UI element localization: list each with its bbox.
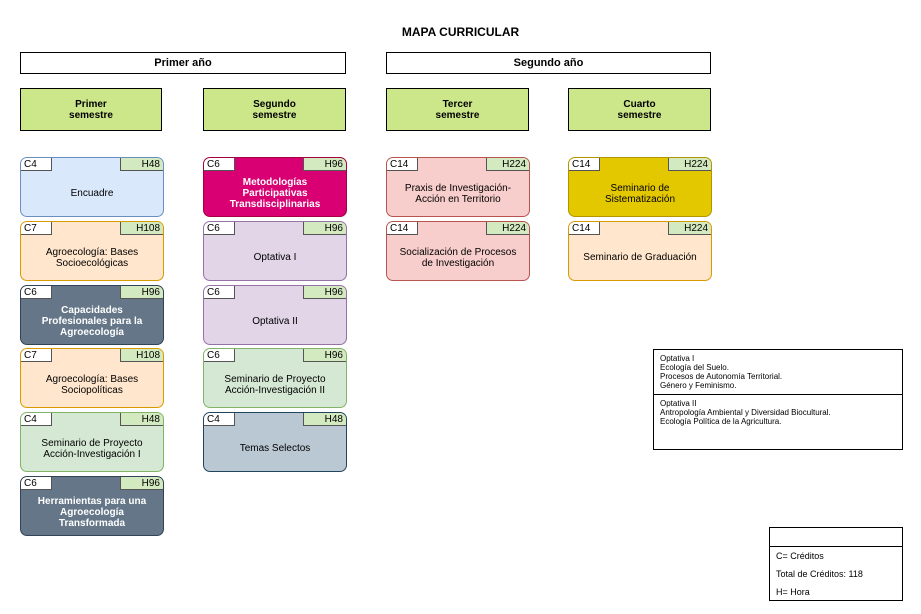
credits-key: C= Créditos Total de Créditos: 118 H= Ho… [769,527,903,601]
course-seminario-sistematizacion: C14 H224 Seminario de Sistematización [568,157,712,217]
hours-badge: H224 [668,222,711,235]
course-optativa-2: C6 H96 Optativa II [203,285,347,345]
hours-badge: H96 [120,286,163,299]
course-name: Optativa I [253,252,297,263]
course-name: Seminario de Proyecto Acción-Investigaci… [41,437,143,460]
page-title: MAPA CURRICULAR [401,25,520,39]
course-praxis-investigacion: C14 H224 Praxis de Investigación-Acción … [386,157,530,217]
course-name: Encuadre [70,188,114,199]
credits-badge: C14 [569,222,600,235]
optativa-2-section: Optativa II Antropología Ambiental y Div… [654,394,902,430]
hours-badge: H108 [120,222,163,235]
course-name: Temas Selectos [239,443,311,454]
course-name: Socialización de Procesos de Investigaci… [399,246,517,269]
course-name: Capacidades Profesionales para la Agroec… [41,305,143,338]
credits-badge: C14 [387,222,418,235]
electives-legend: Optativa I Ecología del Suelo. Procesos … [653,349,903,450]
key-credits: C= Créditos [776,551,824,561]
course-temas-selectos: C4 H48 Temas Selectos [203,412,347,472]
course-capacidades-profesionales: C6 H96 Capacidades Profesionales para la… [20,285,164,345]
course-agroecologia-socioecologicas: C7 H108 Agroecología: Bases Socioecológi… [20,221,164,281]
credits-badge: C6 [204,158,235,171]
course-name: Agroecología: Bases Sociopolíticas [45,373,139,396]
credits-badge: C4 [21,158,52,171]
hours-badge: H96 [303,286,346,299]
semester-header-3: Tercer semestre [386,88,529,131]
key-header [770,528,902,547]
course-name: Herramientas para una Agroecología Trans… [37,496,147,529]
course-metodologias-participativas: C6 H96 Metodologías Participativas Trans… [203,157,347,217]
elective-item: Antropología Ambiental y Diversidad Bioc… [660,408,831,417]
optativa-1-title: Optativa I [660,354,695,363]
course-name: Seminario de Proyecto Acción-Investigaci… [224,373,326,396]
course-socializacion-procesos: C14 H224 Socialización de Procesos de In… [386,221,530,281]
course-seminario-proyecto-1: C4 H48 Seminario de Proyecto Acción-Inve… [20,412,164,472]
year-header-second: Segundo año [386,52,711,74]
key-hours: H= Hora [776,587,810,597]
hours-badge: H224 [486,222,529,235]
credits-badge: C7 [21,222,52,235]
course-name: Agroecología: Bases Socioecológicas [45,246,139,269]
credits-badge: C4 [204,413,235,426]
elective-item: Género y Feminismo. [660,381,737,390]
credits-badge: C6 [204,222,235,235]
credits-badge: C14 [387,158,418,171]
hours-badge: H48 [120,413,163,426]
hours-badge: H48 [120,158,163,171]
course-name: Metodologías Participativas Transdiscipl… [229,177,321,210]
credits-badge: C4 [21,413,52,426]
hours-badge: H96 [303,158,346,171]
course-herramientas-agroecologia: C6 H96 Herramientas para una Agroecologí… [20,476,164,536]
credits-badge: C7 [21,349,52,362]
credits-badge: C6 [204,286,235,299]
course-optativa-1: C6 H96 Optativa I [203,221,347,281]
credits-badge: C6 [204,349,235,362]
hours-badge: H96 [120,477,163,490]
course-seminario-proyecto-2: C6 H96 Seminario de Proyecto Acción-Inve… [203,348,347,408]
credits-badge: C6 [21,477,52,490]
credits-badge: C6 [21,286,52,299]
key-total-credits: Total de Créditos: 118 [776,569,863,579]
year-header-first: Primer año [20,52,346,74]
credits-badge: C14 [569,158,600,171]
course-encuadre: C4 H48 Encuadre [20,157,164,217]
hours-badge: H48 [303,413,346,426]
hours-badge: H224 [486,158,529,171]
course-agroecologia-sociopoliticas: C7 H108 Agroecología: Bases Sociopolític… [20,348,164,408]
course-seminario-graduacion: C14 H224 Seminario de Graduación [568,221,712,281]
hours-badge: H108 [120,349,163,362]
optativa-2-title: Optativa II [660,399,697,408]
course-name: Seminario de Sistematización [604,182,676,205]
course-name: Optativa II [252,316,298,327]
elective-item: Ecología del Suelo. [660,363,729,372]
hours-badge: H96 [303,349,346,362]
hours-badge: H224 [668,158,711,171]
semester-header-4: Cuarto semestre [568,88,711,131]
semester-header-2: Segundo semestre [203,88,346,131]
elective-item: Ecología Política de la Agricultura. [660,417,782,426]
optativa-1-section: Optativa I Ecología del Suelo. Procesos … [654,350,902,394]
semester-header-1: Primer semestre [20,88,162,131]
course-name: Seminario de Graduación [583,252,697,263]
course-name: Praxis de Investigación-Acción en Territ… [404,182,512,205]
elective-item: Procesos de Autonomía Territorial. [660,372,783,381]
hours-badge: H96 [303,222,346,235]
